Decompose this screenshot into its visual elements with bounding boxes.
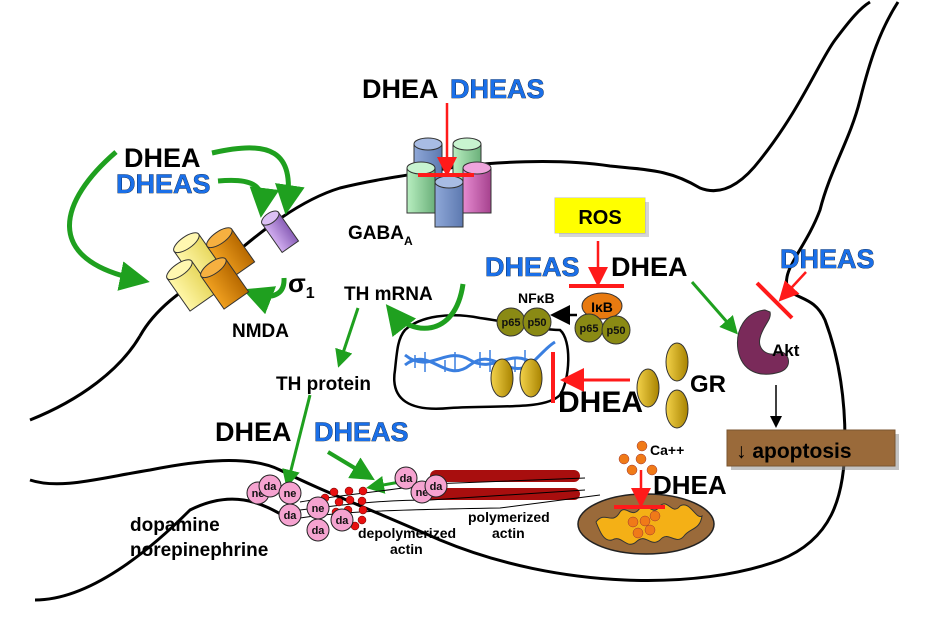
inhibit-arrow-akt <box>778 271 807 302</box>
p50-label-nfkb: p50 <box>528 317 547 329</box>
arrow-dhea-to-akt <box>690 281 738 335</box>
akt-icon <box>736 309 789 375</box>
arrow-protein-to-vesicles <box>282 394 312 488</box>
depolymerized-actin-label-2: actin <box>390 541 423 557</box>
dheas-label-top-left: DHEAS <box>116 169 211 199</box>
neurotransmitter-vesicles: ne da ne da ne da da da ne da <box>246 466 448 542</box>
svg-text:da: da <box>312 525 326 537</box>
dheas-label-actin: DHEAS <box>314 417 409 447</box>
nucleus <box>392 314 570 410</box>
calcium-label: Ca++ <box>650 442 684 458</box>
arrow-sigma-to-nmda <box>242 277 287 315</box>
p50-bead <box>601 315 631 345</box>
dheas-label-akt: DHEAS <box>780 244 875 274</box>
svg-text:ne: ne <box>284 488 297 500</box>
arrow-dhea-to-nmda <box>67 150 150 291</box>
dhea-label-top-left: DHEA <box>124 143 201 173</box>
nfkb-label: NFκB <box>518 290 555 306</box>
inhibit-bar-akt <box>755 281 794 320</box>
depolymerized-actin-label: depolymerized <box>358 525 456 541</box>
ikb-icon <box>581 292 623 320</box>
dhea-label-gaba: DHEA <box>362 74 439 104</box>
dhea-label-nfkb: DHEA <box>611 252 688 282</box>
polymerized-actin-icon <box>420 470 580 500</box>
svg-text:ne: ne <box>312 503 325 515</box>
nmda-receptor-icon <box>166 227 256 312</box>
apoptosis-label: ↓ apoptosis <box>736 440 852 463</box>
dhea-label-gr: DHEA <box>558 386 643 419</box>
svg-text:da: da <box>284 510 298 522</box>
norepinephrine-label: norepinephrine <box>130 540 268 561</box>
cell-membrane-left <box>29 335 142 422</box>
apoptosis-box <box>726 429 896 467</box>
calcium-ions <box>618 440 661 539</box>
th-mrna-label: TH mRNA <box>344 284 433 305</box>
gr-label: GR <box>690 371 726 398</box>
dheas-label-nfkb: DHEAS <box>485 252 580 282</box>
svg-text:ne: ne <box>416 487 429 499</box>
sigma1-label: σ1 <box>288 268 315 302</box>
gaba-a-label: GABAA <box>348 223 413 248</box>
arrow-mrna-to-protein <box>335 307 360 368</box>
svg-text:da: da <box>430 481 444 493</box>
polymerized-actin-label: polymerized <box>468 509 550 525</box>
arrow-vesicle-release <box>366 476 401 494</box>
polymerized-actin-label-2: actin <box>492 525 525 541</box>
p65-label: p65 <box>580 323 599 335</box>
gaba-a-receptor-icon <box>406 137 492 228</box>
p50-bead-nfkb <box>522 307 552 337</box>
cell-membrane-right <box>29 1 900 582</box>
arrow-dhea-to-sigma <box>211 145 305 215</box>
ros-label: ROS <box>578 207 621 229</box>
ikb-label: IκB <box>591 299 613 315</box>
sigma1-receptor-icon <box>261 210 300 254</box>
th-protein-label: TH protein <box>276 374 371 395</box>
svg-text:da: da <box>264 481 278 493</box>
svg-text:da: da <box>336 515 350 527</box>
nmda-label: NMDA <box>232 321 289 342</box>
dhea-label-actin: DHEA <box>215 417 292 447</box>
svg-text:da: da <box>400 473 414 485</box>
arrow-dheas-to-actin <box>326 450 375 481</box>
arrow-dheas-to-sigma <box>217 177 280 218</box>
gr-receptor-icon <box>490 342 689 429</box>
arrow-nucleus-to-mrna <box>385 283 466 337</box>
dhea-label-mito: DHEA <box>653 470 727 500</box>
dheas-label-gaba: DHEAS <box>450 74 545 104</box>
p65-label-nfkb: p65 <box>502 317 521 329</box>
cell-membrane <box>138 0 871 337</box>
dopamine-label: dopamine <box>130 515 220 536</box>
akt-label: Akt <box>772 341 800 360</box>
p50-label: p50 <box>607 325 626 337</box>
